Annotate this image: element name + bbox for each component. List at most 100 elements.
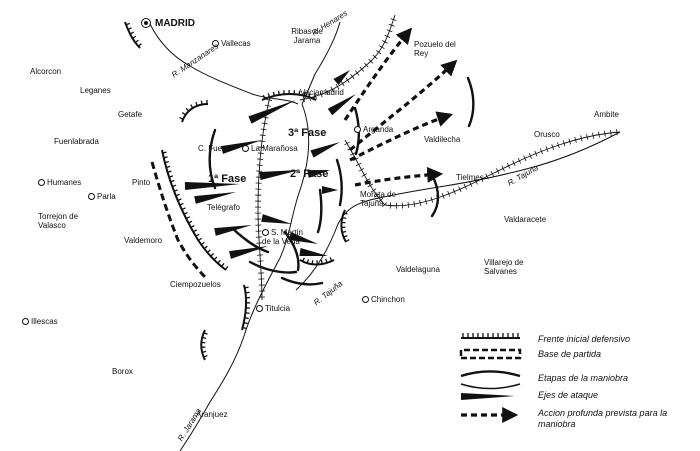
attack-axis-arrow-15	[333, 70, 350, 86]
front-tooth	[262, 94, 266, 100]
front-tooth	[183, 211, 188, 215]
town-dot-icon	[38, 179, 45, 187]
railway-tie	[302, 96, 305, 103]
front-tooth	[206, 249, 211, 253]
railway-tie	[355, 162, 362, 167]
railway-tie	[374, 193, 380, 198]
legend-label-ejes: Ejes de ataque	[538, 390, 599, 400]
railway-tie	[557, 142, 560, 149]
front-tooth	[203, 354, 208, 358]
town-telegrafo: Telégrafo	[207, 203, 240, 212]
front-tooth	[303, 91, 306, 96]
town-dot-icon	[262, 229, 269, 237]
front-tooth	[342, 230, 347, 234]
front-tooth	[302, 257, 305, 262]
railway-tie	[528, 152, 532, 159]
legend-label-accion: Accion profunda prevista para la maniobr…	[538, 408, 668, 429]
railway-tie	[361, 173, 368, 177]
legend-symbol-front	[461, 333, 520, 339]
front-tooth	[190, 104, 194, 109]
defensive-front-6	[200, 329, 206, 361]
town-vaciamadrid: Vaciamadrid	[300, 88, 344, 97]
attack-axis-arrow-5	[229, 246, 268, 259]
attack-axis-arrow-14	[327, 94, 356, 116]
town-pinto: Pinto	[132, 178, 151, 187]
front-tooth	[190, 225, 195, 229]
town-humanes: Humanes	[38, 178, 81, 187]
town-vallecas: Vallecas	[212, 39, 251, 48]
town-dot-icon	[242, 145, 249, 153]
front-tooth	[345, 239, 350, 243]
railway-tie	[330, 86, 334, 93]
town-borox: Borox	[112, 367, 133, 376]
railway-tie	[474, 178, 478, 185]
railway-tie	[364, 62, 369, 68]
town-dot-icon	[212, 40, 219, 48]
stage-arc-3	[248, 260, 298, 274]
railway-tie	[506, 162, 511, 169]
attack-axis-arrow-11	[307, 170, 330, 178]
railway-tie	[574, 136, 577, 143]
front-tooth	[177, 198, 182, 202]
attack-axis-arrow-9	[248, 100, 296, 124]
railway-tie	[358, 167, 365, 172]
legend-symbol-stages-2	[460, 383, 521, 390]
front-tooth	[267, 93, 271, 98]
front-tooth	[164, 161, 169, 164]
front-tooth	[343, 212, 348, 215]
stage-arc-5	[316, 188, 323, 234]
front-tooth	[179, 116, 184, 120]
railway-tie	[344, 141, 350, 146]
deep-action-arrow-1	[343, 27, 413, 121]
railway-tie	[352, 157, 359, 161]
railway-tie	[258, 146, 265, 148]
front-tooth	[175, 193, 180, 197]
maneuver-stages-layer	[208, 76, 475, 286]
front-tooth	[201, 350, 207, 353]
railway-tie	[479, 176, 484, 182]
railway-tie	[364, 178, 371, 183]
deep-action-arrow-4	[354, 166, 444, 187]
phase-label-1: 1ª Fase	[208, 173, 247, 185]
front-tooth	[185, 216, 191, 220]
railway-tie	[419, 199, 422, 206]
front-tooth	[172, 184, 177, 188]
river-tajuna-line	[295, 131, 621, 291]
railway-tie	[382, 202, 388, 208]
railway-tie	[616, 129, 618, 136]
town-dot-icon	[362, 296, 369, 304]
railway-tie	[517, 157, 521, 164]
capital-star-icon	[141, 18, 151, 29]
defensive-front-2	[161, 149, 227, 271]
defensive-front-4	[261, 93, 317, 101]
railway-tie	[386, 29, 393, 33]
front-tooth	[195, 101, 198, 107]
town-aranjuez: Aranjuez	[196, 410, 228, 419]
front-tooth	[125, 22, 131, 26]
front-tooth	[329, 257, 333, 262]
legend-label-etapas: Etapas de la maniobra	[538, 373, 629, 383]
railway-tie	[378, 197, 384, 203]
legend-symbols	[459, 333, 522, 423]
town-smartin: S. Martin de la Vega	[262, 228, 304, 246]
railway-tie	[350, 152, 356, 156]
stage-arc-6	[335, 158, 343, 207]
stage-arc-2	[230, 226, 270, 254]
front-tooth	[179, 202, 184, 206]
railway-tie	[447, 190, 451, 197]
legend-symbol-base	[459, 348, 522, 360]
railway-tie	[367, 183, 374, 188]
railway-tie	[534, 150, 538, 157]
front-tooth	[202, 336, 207, 340]
front-tooth	[306, 259, 310, 264]
front-tooth	[203, 245, 208, 250]
front-tooth	[312, 94, 316, 100]
attack-axis-arrow-10	[259, 170, 300, 180]
railway-tie	[407, 201, 410, 209]
front-tooth	[167, 170, 172, 173]
river-jarama-line	[179, 103, 309, 451]
attack-axis-arrow-4	[214, 225, 252, 236]
town-villarejo: Villarejo de Salvanes	[484, 258, 524, 276]
base-de-partida-line	[150, 161, 208, 280]
attack-axis-arrow-2	[194, 192, 236, 204]
